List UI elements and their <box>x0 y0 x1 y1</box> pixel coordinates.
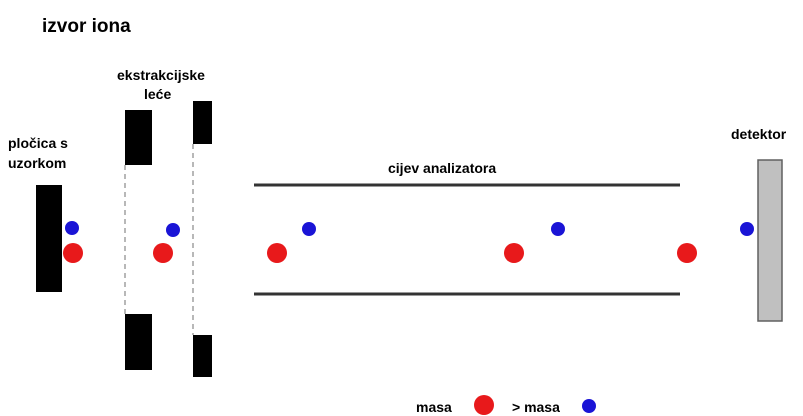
red-ion <box>63 243 83 263</box>
detector <box>757 159 783 322</box>
extraction-lens-2-bottom <box>193 335 212 377</box>
sample-plate <box>36 185 62 292</box>
red-ion <box>267 243 287 263</box>
blue-ion <box>65 221 79 235</box>
legend-blue-ion <box>582 399 596 413</box>
extraction-lens-1-top <box>125 110 152 165</box>
red-ion <box>504 243 524 263</box>
extraction-lens-label-line2: leće <box>144 86 171 102</box>
extraction-lens-2-top <box>193 101 212 144</box>
extraction-lens-1-bottom <box>125 314 152 370</box>
blue-ion <box>302 222 316 236</box>
blue-ion <box>166 223 180 237</box>
sample-plate-label-line1: pločica s <box>8 135 68 151</box>
legend-red-ion <box>474 395 494 415</box>
blue-ion <box>551 222 565 236</box>
legend: masa > masa <box>416 395 596 415</box>
red-ion <box>153 243 173 263</box>
red-ion <box>677 243 697 263</box>
extraction-lens-label-line1: ekstrakcijske <box>117 67 205 83</box>
ion-source-title: izvor iona <box>42 16 131 37</box>
sample-plate-label-line2: uzorkom <box>8 155 66 171</box>
analyzer-tube-label: cijev analizatora <box>388 160 496 176</box>
blue-ion <box>740 222 754 236</box>
legend-greater-mass-label: > masa <box>512 399 560 415</box>
legend-mass-label: masa <box>416 399 452 415</box>
detector-label: detektor <box>731 126 787 142</box>
